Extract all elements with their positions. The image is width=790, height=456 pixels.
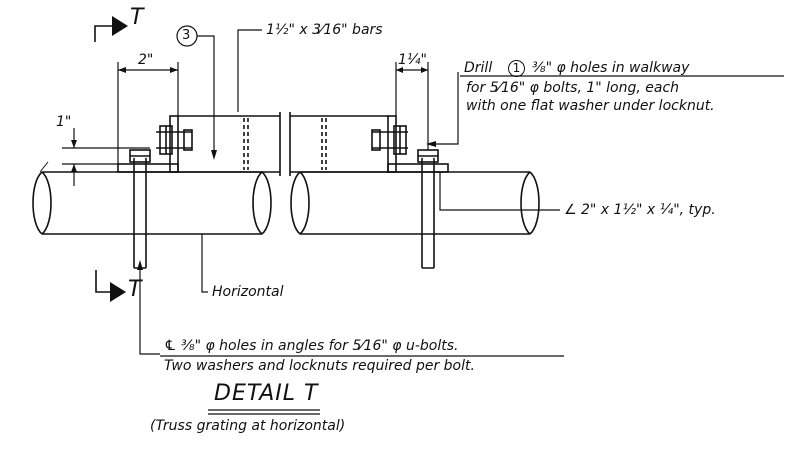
section-label-bottom: T [128,277,143,302]
section-marker-top [94,16,128,42]
horizontal-leader [201,234,208,293]
small-bolt-right [371,125,408,155]
u-bolt-right [417,149,439,269]
section-label-top: T [130,5,145,30]
ubolt-note-line2: Two washers and locknuts required per bo… [164,358,475,374]
bars [178,112,388,176]
bars-note: 1½" x 3⁄16" bars [266,22,383,38]
stray-mark [39,161,49,173]
callout-3-number: 3 [182,28,191,43]
drill-note-count: 1 [508,60,525,77]
dim-2in-lines [117,62,179,164]
callout-3-leader [176,25,217,160]
dim-2in-label: 2" [138,52,154,68]
drill-note-line3: with one flat washer under locknut. [466,98,715,114]
ubolt-leader [137,260,160,355]
angle-note: ∠ 2" x 1½" x ¼", typ. [564,202,716,218]
detail-subtitle: (Truss grating at horizontal) [150,418,346,434]
angle-left [117,115,179,173]
right-pipe [290,171,540,235]
horizontal-label: Horizontal [212,284,284,300]
ubolt-note-line1: ℄ ⅜" φ holes in angles for 5⁄16" φ u-bol… [164,338,459,354]
bars-leader [237,29,262,112]
dim-1-4in-label: 1¼" [398,52,427,68]
drill-leader [426,72,459,147]
drill-note-line2: for 5⁄16" φ bolts, 1" long, each [466,80,680,96]
dim-1in-lines [62,128,150,186]
dim-1-4in-lines [395,62,429,150]
drill-note-prefix: Drill [464,60,493,76]
section-marker-bottom [95,270,126,302]
angle-leader [439,172,560,211]
small-bolt-left [156,125,193,155]
detail-title: DETAIL T [214,381,319,406]
u-bolt-left [129,149,151,269]
drill-note-line1: ⅜" φ holes in walkway [532,60,690,76]
angle-right [387,115,449,173]
left-pipe [32,171,272,235]
dim-1in-label: 1" [56,114,72,130]
